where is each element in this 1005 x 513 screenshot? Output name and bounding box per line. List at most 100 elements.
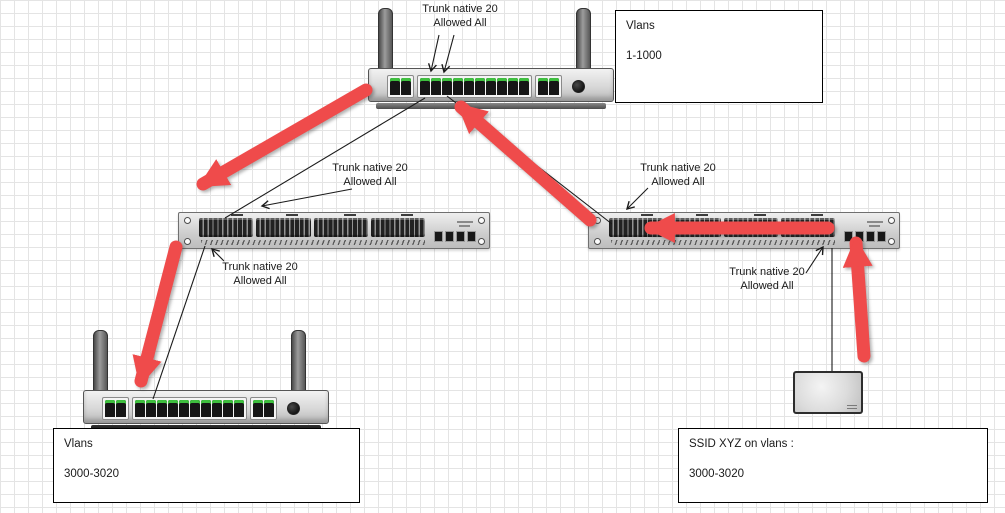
switch-right [588, 212, 900, 249]
pointer-left-lower [211, 248, 225, 262]
trunk-label-line2: Allowed All [651, 175, 705, 188]
ethernet-port [253, 400, 263, 417]
chassis-mark [231, 214, 243, 216]
sfp-port [445, 231, 454, 242]
ethernet-port [179, 400, 189, 417]
ethernet-port [508, 78, 518, 95]
trunk-label-right-upper: Trunk native 20 Allowed All [618, 162, 738, 189]
trunk-label-line1: Trunk native 20 [222, 261, 298, 273]
port-field [199, 218, 425, 237]
sfp-ports [434, 231, 476, 242]
chassis-mark [696, 214, 708, 216]
ethernet-port [453, 78, 463, 95]
sfp-port [866, 231, 875, 242]
screw-icon [594, 217, 601, 224]
port-group [417, 75, 532, 98]
trunk-label-line1: Trunk native 20 [332, 162, 408, 174]
ethernet-port [116, 400, 126, 417]
port-group [102, 397, 129, 420]
trunk-label-top: Trunk native 20 Allowed All [400, 3, 520, 30]
switch-left [178, 212, 490, 249]
cisco-logo [867, 221, 883, 229]
ethernet-port [201, 400, 211, 417]
trunk-label-left-lower: Trunk native 20 Allowed All [200, 261, 320, 288]
screw-icon [478, 238, 485, 245]
chassis-mark [811, 214, 823, 216]
power-button-icon [287, 402, 300, 415]
sfp-port [434, 231, 443, 242]
trunk-label-line1: Trunk native 20 [729, 266, 805, 278]
port-group [132, 397, 247, 420]
vent-strip [201, 240, 425, 245]
trunk-label-line2: Allowed All [233, 274, 287, 287]
ethernet-port [146, 400, 156, 417]
sfp-port [844, 231, 853, 242]
port-bank [666, 218, 721, 237]
ethernet-port [497, 78, 507, 95]
router-body [368, 68, 614, 102]
ethernet-port [135, 400, 145, 417]
trunk-label-right-lower: Trunk native 20 Allowed All [707, 266, 827, 293]
cisco-logo [457, 221, 473, 229]
trunk-label-line2: Allowed All [433, 16, 487, 29]
ssid-box-value: 3000-3020 [689, 468, 744, 480]
link-routertop-switchleft [224, 97, 426, 219]
pointer-right-upper [626, 187, 649, 210]
port-bank [723, 218, 778, 237]
chassis-mark [754, 214, 766, 216]
ethernet-port [420, 78, 430, 95]
trunk-label-left-upper: Trunk native 20 Allowed All [310, 162, 430, 189]
trunk-label-line1: Trunk native 20 [422, 3, 498, 15]
trunk-label-line1: Trunk native 20 [640, 162, 716, 174]
vlans-box-bottom-value: 3000-3020 [64, 468, 119, 480]
ethernet-port [519, 78, 529, 95]
ethernet-port [223, 400, 233, 417]
power-button-icon [572, 80, 585, 93]
red-arrow-accesspoint-to-switchright [842, 236, 873, 363]
port-bank [370, 218, 425, 237]
chassis-mark [401, 214, 413, 216]
screw-icon [184, 238, 191, 245]
ethernet-port [431, 78, 441, 95]
router-base [376, 103, 606, 109]
chassis-mark [641, 214, 653, 216]
vlans-box-top-title: Vlans [626, 20, 655, 32]
link-routertop-switchright [446, 95, 613, 225]
sfp-port [877, 231, 886, 242]
port-field [609, 218, 835, 237]
ethernet-port [464, 78, 474, 95]
trunk-label-line2: Allowed All [343, 175, 397, 188]
sfp-ports [844, 231, 886, 242]
port-bank [313, 218, 368, 237]
vent-strip [611, 240, 835, 245]
screw-icon [888, 217, 895, 224]
ethernet-port [442, 78, 452, 95]
vlans-box-bottom: Vlans 3000-3020 [53, 428, 360, 503]
port-bank [199, 218, 254, 237]
screw-icon [888, 238, 895, 245]
router-body [83, 390, 329, 424]
vlans-box-top: Vlans 1-1000 [615, 10, 823, 103]
cisco-logo [847, 403, 857, 409]
port-bank [780, 218, 835, 237]
port-bank [256, 218, 311, 237]
screw-icon [478, 217, 485, 224]
ethernet-port [538, 78, 548, 95]
port-group [250, 397, 277, 420]
screw-icon [594, 238, 601, 245]
ethernet-port [401, 78, 411, 95]
ethernet-port [234, 400, 244, 417]
ethernet-port [264, 400, 274, 417]
sfp-port [855, 231, 864, 242]
chassis-mark [286, 214, 298, 216]
pointer-left-upper [260, 188, 353, 210]
ssid-box-title: SSID XYZ on vlans : [689, 438, 794, 450]
ethernet-port [212, 400, 222, 417]
ethernet-port [390, 78, 400, 95]
ethernet-port [549, 78, 559, 95]
port-bank [609, 218, 664, 237]
vlans-box-top-value: 1-1000 [626, 50, 662, 62]
sfp-port [456, 231, 465, 242]
red-arrow-switchright-to-routertop [454, 100, 597, 227]
